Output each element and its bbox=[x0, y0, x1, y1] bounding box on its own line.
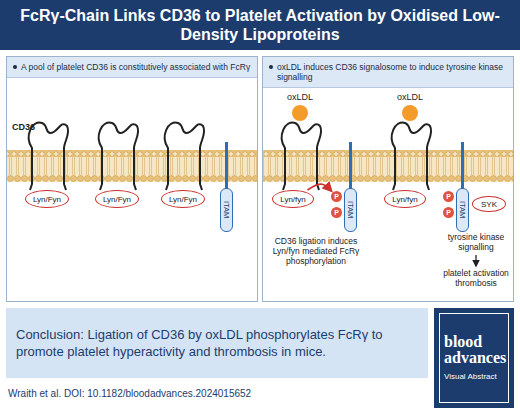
phospho-circle: P bbox=[443, 207, 454, 218]
lipid-heads bbox=[7, 175, 257, 182]
fcr-gamma-chain bbox=[349, 142, 352, 189]
node-text: blood advances bbox=[444, 334, 504, 366]
itam-box: ITAM bbox=[456, 188, 469, 232]
lipid-heads bbox=[263, 175, 513, 182]
node-text: Lyn/fyn bbox=[392, 195, 418, 204]
cd36-receptor bbox=[99, 123, 138, 190]
node-text: Lyn/Fyn bbox=[33, 195, 61, 204]
node-text: Lyn/Fyn bbox=[103, 195, 131, 204]
oxldl-sphere bbox=[402, 105, 418, 121]
membrane-band bbox=[7, 150, 257, 182]
panel: A pool of platelet CD36 is constitutivel… bbox=[6, 56, 258, 302]
edge-label: CD36 ligation induces Lyn/fyn mediated F… bbox=[264, 236, 368, 266]
phospho-circle: P bbox=[331, 207, 342, 218]
itam-box: ITAM bbox=[344, 188, 357, 232]
outcome-note: platelet activation thrombosis bbox=[440, 268, 512, 288]
node-text: Visual Abstract bbox=[444, 372, 504, 382]
fcr-gamma-chain bbox=[461, 142, 464, 189]
node-text: P bbox=[334, 209, 339, 216]
membrane-band bbox=[263, 150, 513, 182]
node-text: SYK bbox=[481, 200, 497, 209]
citation: Wraith et al. DOI: 10.1182/bloodadvances… bbox=[8, 388, 432, 399]
kinase-oval: Lyn/Fyn bbox=[161, 190, 205, 208]
cd36-receptor bbox=[29, 123, 68, 190]
lipid-heads bbox=[7, 150, 257, 157]
fcr-gamma-chain bbox=[225, 142, 228, 189]
node-text: P bbox=[446, 193, 451, 200]
signal-arrow bbox=[475, 255, 476, 266]
bullet-dot bbox=[13, 65, 17, 69]
title-band: FcRγ-Chain Links CD36 to Platelet Activa… bbox=[0, 0, 520, 50]
node-text: Conclusion: Ligation of CD36 by oxLDL ph… bbox=[16, 326, 418, 360]
panel-header: oxLDL induces CD36 signalosome to induce… bbox=[263, 57, 513, 88]
phospho-circle: P bbox=[331, 191, 342, 202]
node-text: ITAM bbox=[222, 201, 231, 218]
panel-header: A pool of platelet CD36 is constitutivel… bbox=[7, 57, 257, 78]
node-text: ITAM bbox=[346, 201, 355, 218]
membrane bbox=[263, 150, 513, 182]
node-text: Lyn/fyn bbox=[280, 195, 306, 204]
node-text: oxLDL bbox=[397, 92, 423, 103]
cd36-receptor bbox=[392, 123, 431, 190]
panel-heading: A pool of platelet CD36 is constitutivel… bbox=[21, 62, 250, 72]
node-text: Lyn/Fyn bbox=[169, 195, 197, 204]
membrane bbox=[7, 150, 257, 182]
title-text: FcRγ-Chain Links CD36 to Platelet Activa… bbox=[8, 6, 513, 44]
node-text: ITAM bbox=[458, 201, 467, 218]
journal-logo: blood advancesVisual Abstract bbox=[434, 308, 514, 408]
lipid-heads bbox=[263, 150, 513, 157]
oxldl-sphere bbox=[292, 105, 308, 121]
conclusion-box: Conclusion: Ligation of CD36 by oxLDL ph… bbox=[6, 308, 428, 378]
cd36-receptor bbox=[165, 123, 204, 190]
kinase-oval: Lyn/Fyn bbox=[25, 190, 69, 208]
protein-label: CD36 bbox=[12, 122, 52, 132]
node-text: P bbox=[446, 209, 451, 216]
kinase-oval: Lyn/fyn bbox=[384, 190, 426, 208]
panel-heading: oxLDL induces CD36 signalosome to induce… bbox=[277, 62, 507, 82]
lipid-tails bbox=[263, 157, 513, 175]
itam-box: ITAM bbox=[220, 188, 233, 232]
oxldl-particle: oxLDL bbox=[282, 92, 318, 122]
cd36-receptor bbox=[282, 123, 321, 190]
connector-arrow bbox=[308, 184, 332, 191]
kinase-oval: Lyn/Fyn bbox=[95, 190, 139, 208]
kinase-oval: SYK bbox=[472, 196, 506, 212]
phospho-circle: P bbox=[443, 191, 454, 202]
node-text: oxLDL bbox=[287, 92, 313, 103]
pathway-note: tyrosine kinase signalling bbox=[440, 232, 512, 252]
oxldl-particle: oxLDL bbox=[392, 92, 428, 122]
kinase-oval: Lyn/fyn bbox=[272, 190, 314, 208]
lipid-tails bbox=[7, 157, 257, 175]
bullet-dot bbox=[269, 65, 273, 69]
node-text: P bbox=[334, 193, 339, 200]
